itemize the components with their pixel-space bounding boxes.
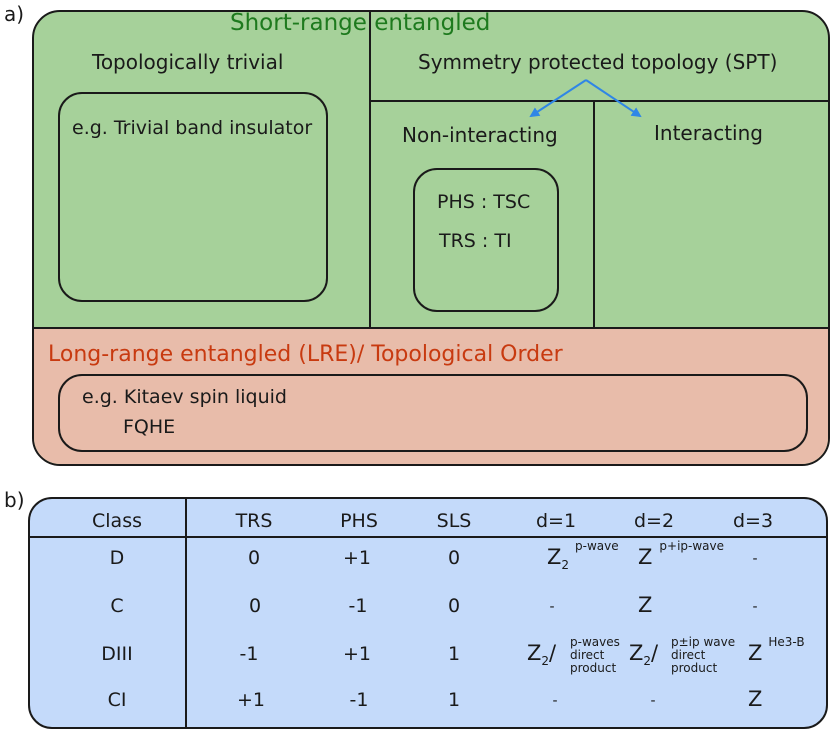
z-symbol: Z xyxy=(629,641,644,665)
header-d2: d=2 xyxy=(633,510,675,532)
superscript: p+ip-wave xyxy=(659,539,724,553)
divider-trivial-spt xyxy=(369,12,371,327)
cell-d1: - xyxy=(552,693,558,709)
cell-trs: -1 xyxy=(239,643,259,665)
arrow-to-interacting xyxy=(585,79,642,118)
table-class-divider xyxy=(185,499,187,727)
interacting-label: Interacting xyxy=(654,121,763,145)
spt-arrows xyxy=(529,79,642,118)
z-symbol: Z xyxy=(748,687,763,711)
cell-phs: +1 xyxy=(342,547,372,569)
cell-sls: 1 xyxy=(447,643,461,665)
lre-example-box xyxy=(58,374,808,452)
header-class: Class xyxy=(92,510,142,532)
d2-note: p±ip wave direct product xyxy=(671,636,735,675)
note-line: product xyxy=(671,661,718,675)
trivial-example-box xyxy=(58,92,328,302)
cell-sls: 0 xyxy=(447,547,461,569)
note-line: product xyxy=(570,661,617,675)
note-line: direct xyxy=(570,648,605,662)
cell-class: CI xyxy=(107,689,127,711)
lre-title: Long-range entangled (LRE)/ Topological … xyxy=(48,342,563,367)
d1-note: p-waves direct product xyxy=(570,636,620,675)
trs-ti-label: TRS : TI xyxy=(439,230,512,252)
z-symbol: Z xyxy=(638,593,653,617)
non-interacting-label: Non-interacting xyxy=(402,123,558,147)
short-range-title: Short-range entangled xyxy=(230,10,491,36)
cell-d3: Z He3-B xyxy=(748,635,805,665)
cell-trs: 0 xyxy=(248,595,262,617)
cell-class: D xyxy=(109,547,125,569)
cell-d1: Z2 p-wave xyxy=(547,539,619,573)
note-line: direct xyxy=(671,648,706,662)
z-symbol: Z xyxy=(748,641,763,665)
z-symbol: Z xyxy=(638,545,653,569)
header-d1: d=1 xyxy=(535,510,577,532)
table-header-line xyxy=(30,536,826,538)
z-symbol: Z xyxy=(547,545,562,569)
cell-trs: 0 xyxy=(247,547,261,569)
cell-class: DIII xyxy=(101,643,133,665)
subscript: 2 xyxy=(643,654,652,669)
note-line: p-waves xyxy=(570,635,620,649)
superscript: p-wave xyxy=(575,539,619,553)
cell-phs: +1 xyxy=(342,643,372,665)
spt-title: Symmetry protected topology (SPT) xyxy=(418,50,778,74)
cell-d3: - xyxy=(752,551,758,567)
panel-label-b: b) xyxy=(4,488,25,512)
cell-d2: Z xyxy=(638,593,652,617)
cell-trs: +1 xyxy=(236,689,266,711)
cell-d2: Z2/ xyxy=(629,641,658,668)
cell-sls: 0 xyxy=(447,595,461,617)
header-d3: d=3 xyxy=(732,510,774,532)
lre-example-2: FQHE xyxy=(123,416,176,438)
cell-phs: -1 xyxy=(348,595,368,617)
slash: / xyxy=(651,641,659,665)
panel-label-a: a) xyxy=(4,2,25,26)
trivial-example: e.g. Trivial band insulator xyxy=(72,117,313,139)
cell-phs: -1 xyxy=(349,689,369,711)
divider-nonint-int xyxy=(593,100,595,327)
trivial-title: Topologically trivial xyxy=(92,50,284,74)
slash: / xyxy=(549,641,557,665)
phs-trs-box xyxy=(413,168,559,312)
subscript: 2 xyxy=(561,558,570,573)
phs-tsc-label: PHS : TSC xyxy=(437,191,531,213)
arrow-to-non-interacting xyxy=(529,79,587,118)
cell-d2: - xyxy=(650,693,656,709)
cell-d3: - xyxy=(752,599,758,615)
cell-d3: Z xyxy=(748,687,762,711)
long-range-region xyxy=(34,327,828,464)
z-symbol: Z xyxy=(527,641,542,665)
header-phs: PHS xyxy=(340,510,378,532)
cell-class: C xyxy=(110,595,124,617)
note-line: p±ip wave xyxy=(671,635,736,649)
header-trs: TRS xyxy=(235,510,273,532)
classification-table: Class TRS PHS SLS d=1 d=2 d=3 D 0 +1 0 Z… xyxy=(28,497,828,729)
cell-d1: - xyxy=(549,599,555,615)
superscript: He3-B xyxy=(768,635,805,649)
divider-spt-sub xyxy=(369,100,828,102)
cell-sls: 1 xyxy=(447,689,461,711)
cell-d1: Z2/ xyxy=(527,641,556,668)
entanglement-diagram: Short-range entangled Topologically triv… xyxy=(32,10,830,466)
header-sls: SLS xyxy=(436,510,472,532)
lre-example-1: e.g. Kitaev spin liquid xyxy=(82,386,287,408)
subscript: 2 xyxy=(541,654,550,669)
